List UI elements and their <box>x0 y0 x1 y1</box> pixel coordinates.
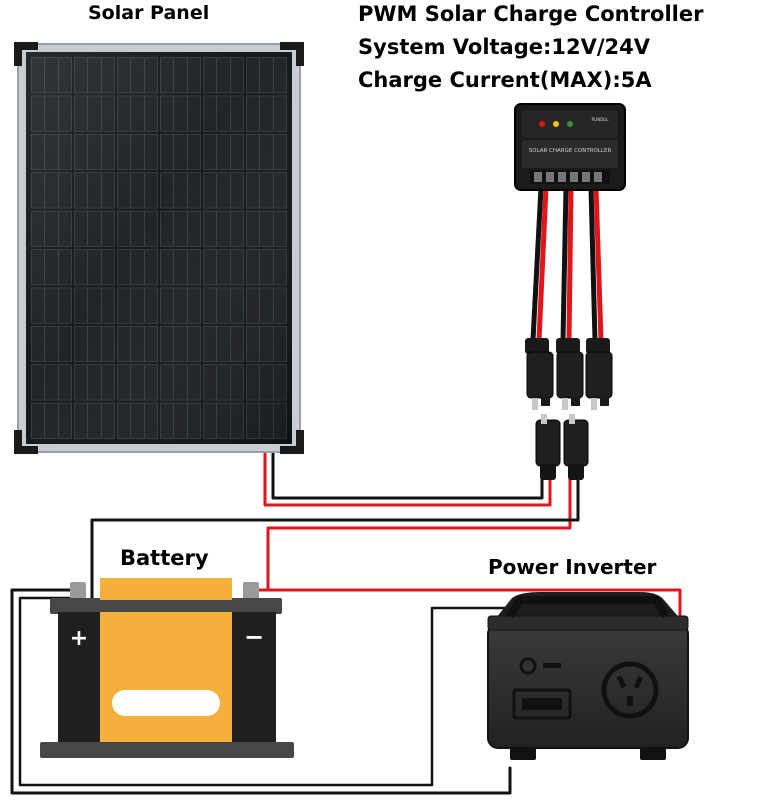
charge-controller: RUNDUL SOLAR CHARGE CONTROLLER <box>514 103 626 480</box>
panel-corner-br <box>280 430 304 454</box>
solar-panel <box>14 42 304 454</box>
wire-panel-black <box>271 450 544 500</box>
panel-corner-bl <box>14 430 38 454</box>
controller-led-3 <box>567 121 573 127</box>
sae-connector-2 <box>556 338 584 410</box>
inverter-display <box>512 688 572 720</box>
battery-terminal-negative <box>243 582 259 600</box>
controller-title-label: PWM Solar Charge Controller <box>358 2 704 26</box>
controller-brand: RUNDUL <box>592 117 610 122</box>
battery-base <box>40 742 294 758</box>
inverter-handle <box>506 596 670 619</box>
wire-inverter-black <box>18 596 529 787</box>
wire-black-main <box>90 476 580 600</box>
solar-panel-label: Solar Panel <box>88 2 210 24</box>
wire-panel-red <box>263 450 552 507</box>
inverter-outlet-icon <box>601 661 659 719</box>
controller-led-2 <box>553 121 559 127</box>
battery-lid <box>50 598 282 614</box>
power-inverter-label: Power Inverter <box>488 555 657 579</box>
controller-display <box>522 140 618 168</box>
panel-corner-tl <box>14 42 38 66</box>
sae-connector-1 <box>525 338 554 410</box>
sae-connector-3 <box>585 338 613 410</box>
panel-corner-tr <box>280 42 304 66</box>
inverter-power-button <box>519 657 537 675</box>
system-voltage-label: System Voltage:12V/24V <box>358 35 651 59</box>
battery-window <box>112 690 220 716</box>
battery-plus-sign: + <box>70 626 88 651</box>
battery-front <box>100 612 232 744</box>
controller-led-1 <box>539 121 545 127</box>
battery: + − <box>40 578 294 758</box>
sae-connector-panel <box>535 414 561 480</box>
power-inverter <box>487 592 689 760</box>
charge-current-label: Charge Current(MAX):5A <box>358 68 652 92</box>
battery-terminal-positive <box>70 582 86 600</box>
battery-label: Battery <box>120 546 209 570</box>
battery-minus-sign: − <box>244 623 264 651</box>
sae-connector-battery <box>563 414 589 480</box>
controller-heading: SOLAR CHARGE CONTROLLER <box>529 148 612 154</box>
controller-terminals <box>534 172 602 182</box>
